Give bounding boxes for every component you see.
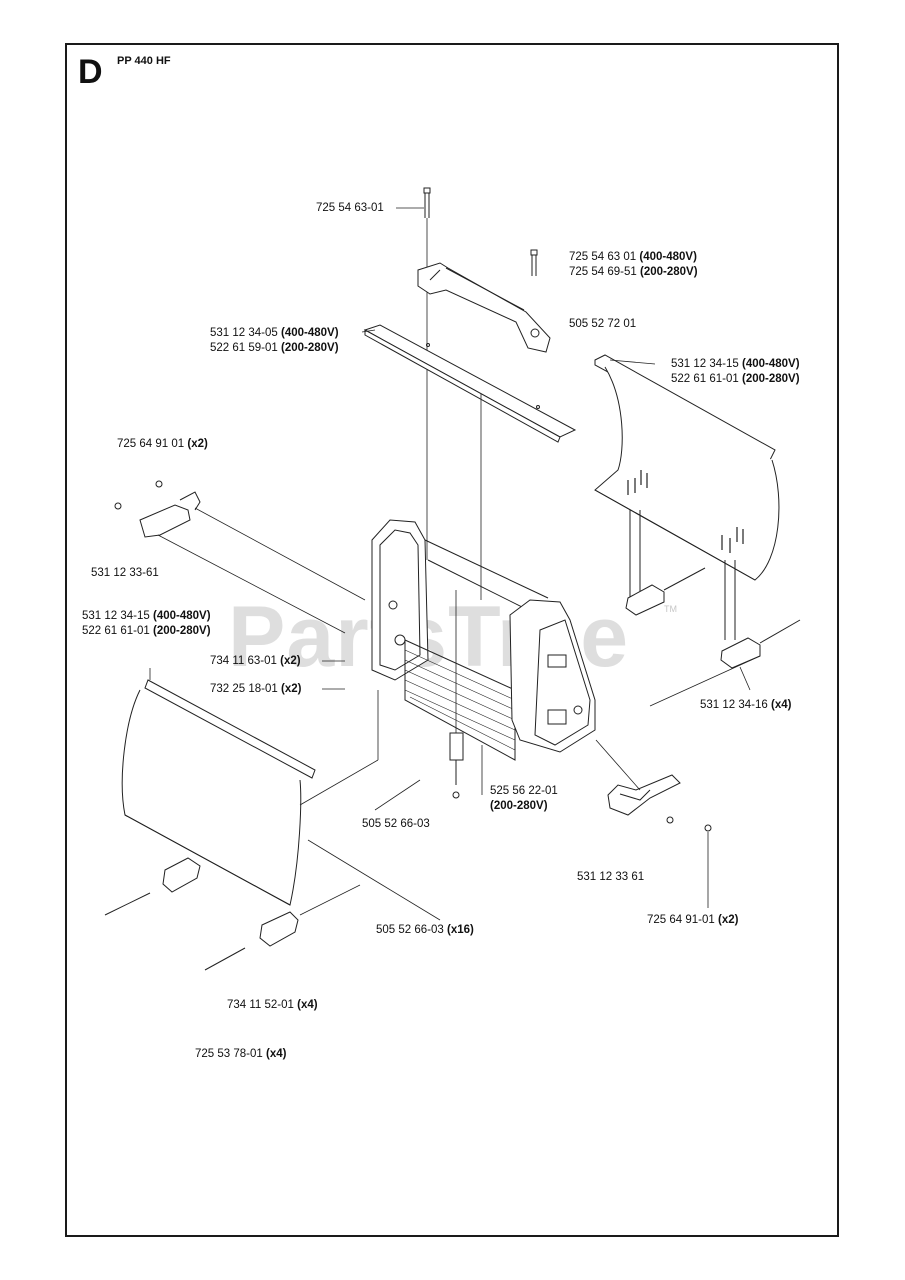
label-nut: 732 25 18-01 (x2) (210, 683, 302, 695)
right-feet-shape (625, 567, 801, 707)
top-bar-shape (363, 324, 577, 600)
label-right-panel: 531 12 34-15 (400-480V)522 61 61-01 (200… (671, 358, 800, 385)
choke-shape (449, 590, 464, 799)
label-screw-right: 725 64 91-01 (x2) (647, 914, 739, 926)
model-name: PP 440 HF (117, 55, 171, 67)
drawing-frame (65, 43, 839, 1237)
label-washer: 734 11 63-01 (x2) (210, 655, 301, 667)
label-clip-small: 505 52 66-03 (362, 818, 430, 830)
label-top-bar: 531 12 34-05 (400-480V)522 61 59-01 (200… (210, 327, 339, 354)
label-bracket-right: 531 12 33 61 (577, 871, 645, 883)
label-top-bolt: 725 54 63-01 (316, 202, 384, 214)
chassis-shape (371, 519, 596, 761)
left-panel-shape (104, 668, 441, 971)
label-clips: 505 52 66-03 (x16) (376, 924, 474, 936)
label-washer-small: 734 11 52-01 (x4) (227, 999, 318, 1011)
label-left-panel: 531 12 34-15 (400-480V)522 61 61-01 (200… (82, 610, 211, 637)
left-bracket-shape (114, 480, 366, 634)
section-letter: D (78, 53, 103, 91)
label-bracket-left: 531 12 33-61 (91, 567, 159, 579)
label-handle-bolt: 725 54 63 01 (400-480V)725 54 69-51 (200… (569, 251, 698, 278)
label-screw-left: 725 64 91 01 (x2) (117, 438, 208, 450)
handle-bolt-shape (530, 249, 538, 276)
label-screws: 725 53 78-01 (x4) (195, 1048, 287, 1060)
leader-lines (299, 207, 751, 811)
label-choke: 525 56 22-01(200-280V) (490, 785, 558, 812)
right-top-panel-shape (594, 354, 780, 640)
right-lower-bracket-shape (595, 739, 712, 908)
label-foot: 531 12 34-16 (x4) (700, 699, 792, 711)
handle-shape (417, 262, 551, 353)
top-bolt-shape (423, 187, 431, 560)
label-handle: 505 52 72 01 (569, 318, 637, 330)
watermark-tm: TM (664, 604, 677, 614)
